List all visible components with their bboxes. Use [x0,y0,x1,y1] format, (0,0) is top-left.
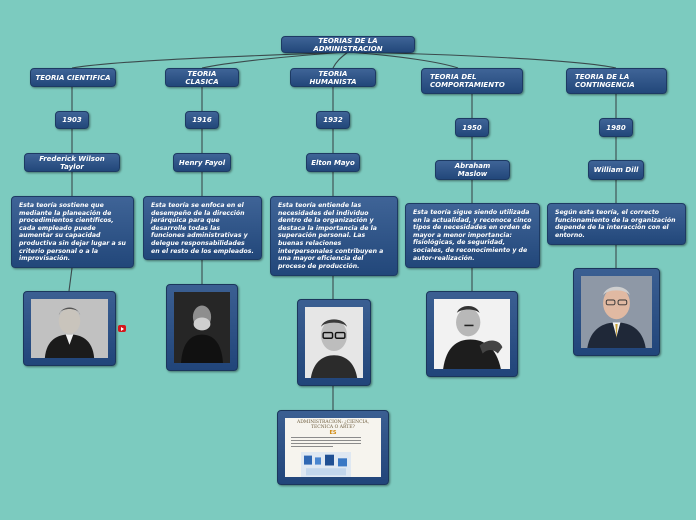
year-node-clasica[interactable]: 1916 [185,111,219,129]
theory-node-clasica[interactable]: TEORIA CLASICA [165,68,239,87]
description-text: Según esta teoría, el correcto funcionam… [555,209,676,239]
photo-node-comportamiento[interactable] [426,291,518,377]
year-label: 1903 [62,116,82,124]
root-title: TEORIAS DE LA ADMINISTRACION [313,36,383,53]
description-node-clasica[interactable]: Esta teoría se enfoca en el desempeño de… [143,196,262,260]
description-text: Esta teoría se enfoca en el desempeño de… [151,202,254,255]
description-text: Esta teoría sostiene que mediante la pla… [19,202,126,263]
author-label: Abraham Maslow [454,162,491,178]
theory-node-humanista[interactable]: TEORIA HUMANISTA [290,68,376,87]
description-text: Esta teoría sigue siendo utilizada en la… [413,209,532,262]
year-label: 1980 [606,123,626,132]
theory-node-contingencia[interactable]: TEORIA DE LA CONTINGENCIA [566,68,667,94]
theory-name: TEORIA CIENTIFICA [35,73,111,82]
theory-name: TEORIA DE LA CONTINGENCIA [575,73,635,89]
document-badge: ES [329,430,337,436]
theory-name: TEORIA CLASICA [185,69,219,86]
year-node-cientifica[interactable]: 1903 [55,111,89,129]
photo-node-cientifica[interactable] [23,291,116,366]
portrait-fayol-image [174,292,230,363]
author-node-cientifica[interactable]: Frederick Wilson Taylor [24,153,120,172]
portrait-maslow-image [434,299,510,369]
year-label: 1932 [323,116,343,124]
document-thumbnail: ADMINISTRACION: ¿CIENCIA, TECNICA O ARTE… [285,418,381,477]
year-label: 1916 [192,116,212,124]
author-label: Henry Fayol [178,158,226,167]
author-label: Frederick Wilson Taylor [39,154,105,171]
photo-node-contingencia[interactable] [573,268,660,356]
author-node-clasica[interactable]: Henry Fayol [173,153,231,172]
description-node-humanista[interactable]: Esta teoría entiende las necesidades del… [270,196,398,276]
theory-name: TEORIA DEL COMPORTAMIENTO [430,73,505,89]
author-node-humanista[interactable]: Elton Mayo [306,153,360,172]
theory-node-cientifica[interactable]: TEORIA CIENTIFICA [30,68,116,87]
year-node-contingencia[interactable]: 1980 [599,118,633,137]
description-node-cientifica[interactable]: Esta teoría sostiene que mediante la pla… [11,196,134,268]
video-play-icon[interactable] [118,325,126,332]
portrait-mayo-image [305,307,363,378]
portrait-taylor-image [31,299,108,358]
description-node-comportamiento[interactable]: Esta teoría sigue siendo utilizada en la… [405,203,540,268]
author-node-comportamiento[interactable]: Abraham Maslow [435,160,510,180]
year-label: 1950 [462,123,482,132]
description-node-contingencia[interactable]: Según esta teoría, el correcto funcionam… [547,203,686,245]
attachment-node-document[interactable]: ADMINISTRACION: ¿CIENCIA, TECNICA O ARTE… [277,410,389,485]
theory-name: TEORIA HUMANISTA [309,69,357,86]
document-illustration [301,452,351,477]
photo-node-humanista[interactable] [297,299,371,386]
description-text: Esta teoría entiende las necesidades del… [278,202,384,270]
photo-node-clasica[interactable] [166,284,238,371]
year-node-comportamiento[interactable]: 1950 [455,118,489,137]
portrait-dill-image [581,276,652,348]
author-label: Elton Mayo [311,158,355,167]
root-node[interactable]: TEORIAS DE LA ADMINISTRACION [281,36,415,53]
document-title: ADMINISTRACION: ¿CIENCIA, TECNICA O ARTE… [296,420,370,430]
year-node-humanista[interactable]: 1932 [316,111,350,129]
author-node-contingencia[interactable]: William Dill [588,160,644,180]
document-text-lines [291,437,361,447]
theory-node-comportamiento[interactable]: TEORIA DEL COMPORTAMIENTO [421,68,523,94]
author-label: William Dill [593,166,639,174]
